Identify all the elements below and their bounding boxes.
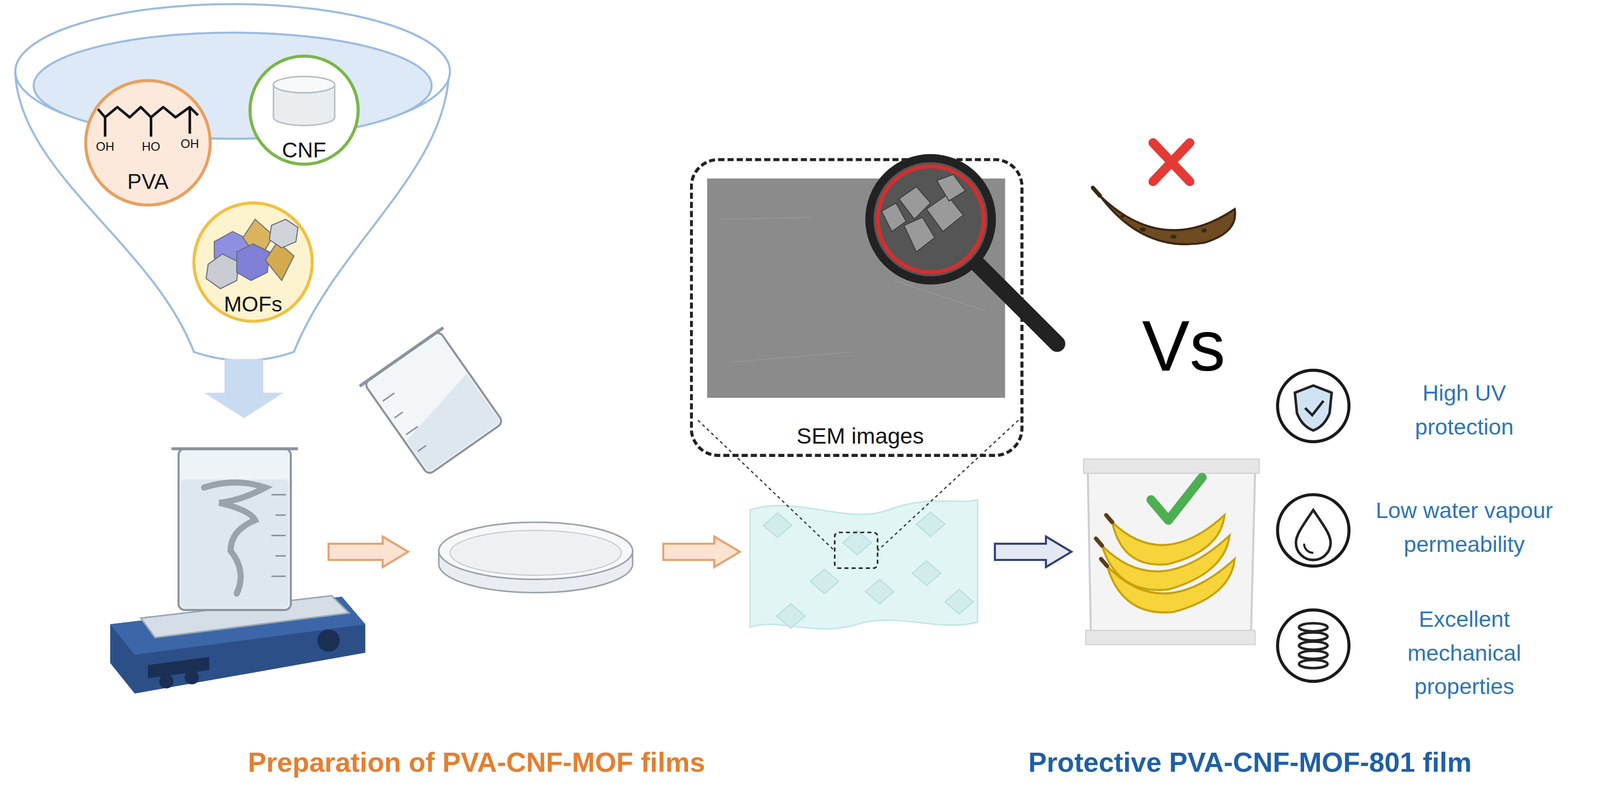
node-label: PVA — [127, 168, 169, 195]
versus-label: Vs — [1141, 307, 1226, 387]
package — [1083, 459, 1260, 645]
node-label: MOFs — [223, 291, 283, 317]
ingredient-circle: MOFs — [191, 200, 315, 324]
node-label: SEM images — [796, 423, 924, 450]
spring-icon — [1298, 623, 1328, 669]
feature-icon — [1277, 370, 1350, 682]
leader-line — [698, 420, 1019, 552]
process-arrow — [663, 536, 740, 568]
section-caption: Preparation of PVA-CNF-MOF films — [248, 742, 706, 785]
ingredient-circle: CNF — [248, 53, 361, 167]
film — [750, 500, 978, 630]
feature-label: Low water vapour permeability — [1354, 493, 1575, 562]
pouring-beaker — [359, 327, 508, 479]
ingredient-circle: OH HO OH PVA — [83, 78, 212, 208]
feature-label: Excellent mechanical properties — [1387, 602, 1541, 704]
shield-icon — [1295, 385, 1332, 431]
process-arrow — [994, 536, 1072, 568]
rotten-banana — [1092, 187, 1235, 245]
process-arrow — [328, 536, 409, 568]
sem-illustration — [690, 157, 1024, 458]
beaker — [171, 449, 298, 611]
funnel — [15, 4, 450, 361]
node-label: CNF — [282, 136, 326, 163]
feature-label: High UV protection — [1372, 376, 1557, 444]
petri-dish — [439, 522, 633, 594]
chemical-label: OH — [95, 139, 115, 155]
red-cross — [1152, 142, 1190, 182]
droplet-icon — [1296, 510, 1331, 561]
sem-box: SEM images — [690, 157, 1024, 458]
down-arrow — [204, 359, 284, 419]
chemical-label: OH — [180, 136, 199, 152]
chemical-label: HO — [141, 139, 160, 155]
section-caption: Protective PVA-CNF-MOF-801 film — [1028, 742, 1472, 785]
